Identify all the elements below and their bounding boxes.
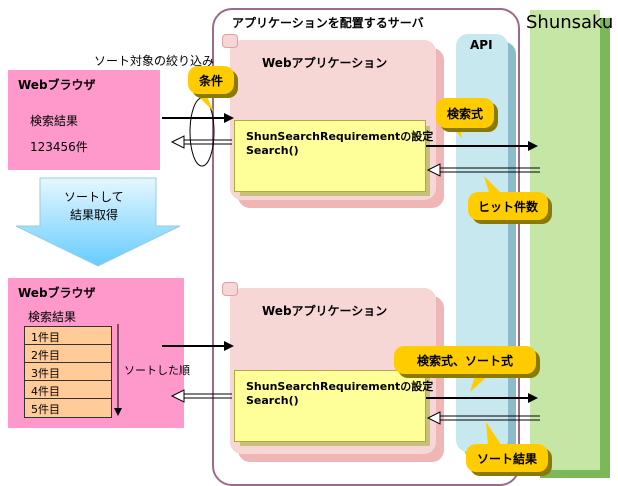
top-browser-panel — [8, 70, 160, 170]
down-arrow-icon — [15, 177, 181, 267]
top-hits-arrow — [426, 163, 441, 177]
top-query-callout: 検索式 — [436, 98, 494, 128]
sort-target-label: ソート対象の絞り込み — [94, 54, 215, 68]
bottom-response-arrow — [170, 389, 185, 403]
bottom-webapp-title: Webアプリケーション — [262, 304, 388, 318]
condition-callout: 条件 — [188, 66, 234, 94]
rank-row-2: 2件目 — [24, 344, 112, 364]
rank-row-5: 5件目 — [24, 398, 112, 418]
sort-order-arrow — [114, 408, 122, 416]
top-browser-title: Webブラウザ — [18, 78, 96, 92]
top-response-arrow — [170, 135, 185, 149]
sort-result-callout: ソート結果 — [466, 444, 548, 472]
bottom-result-arrow — [426, 411, 441, 425]
server-title: アプリケーションを配置するサーバ — [232, 16, 424, 30]
sort-arrow-line1: ソートして — [64, 190, 124, 204]
sorted-order-label: ソートした順 — [124, 364, 190, 377]
rank-row-4: 4件目 — [24, 380, 112, 400]
rank-row-1: 1件目 — [24, 326, 112, 346]
shunsaku-title: Shunsaku — [526, 12, 614, 33]
bottom-browser-title: Webブラウザ — [18, 286, 96, 300]
bottom-webapp-tab — [222, 282, 238, 296]
bottom-result-label: 検索結果 — [28, 310, 77, 324]
hits-callout: ヒット件数 — [468, 192, 548, 220]
top-req-line1: ShunSearchRequirementの設定 — [246, 130, 434, 143]
bottom-requirement-box — [234, 370, 426, 442]
top-requirement-box — [234, 120, 426, 192]
top-webapp-tab — [222, 34, 238, 48]
sort-arrow-line2: 結果取得 — [70, 208, 119, 222]
top-count-label: 123456件 — [30, 140, 88, 154]
top-result-label: 検索結果 — [30, 114, 79, 128]
bottom-req-line2: Search() — [246, 394, 299, 407]
top-webapp-title: Webアプリケーション — [262, 56, 388, 70]
api-title: API — [470, 38, 493, 52]
shunsaku-panel — [530, 10, 600, 470]
bottom-query-callout: 検索式、ソート式 — [394, 346, 536, 374]
bottom-req-line1: ShunSearchRequirementの設定 — [246, 380, 434, 393]
top-req-line2: Search() — [246, 144, 299, 157]
